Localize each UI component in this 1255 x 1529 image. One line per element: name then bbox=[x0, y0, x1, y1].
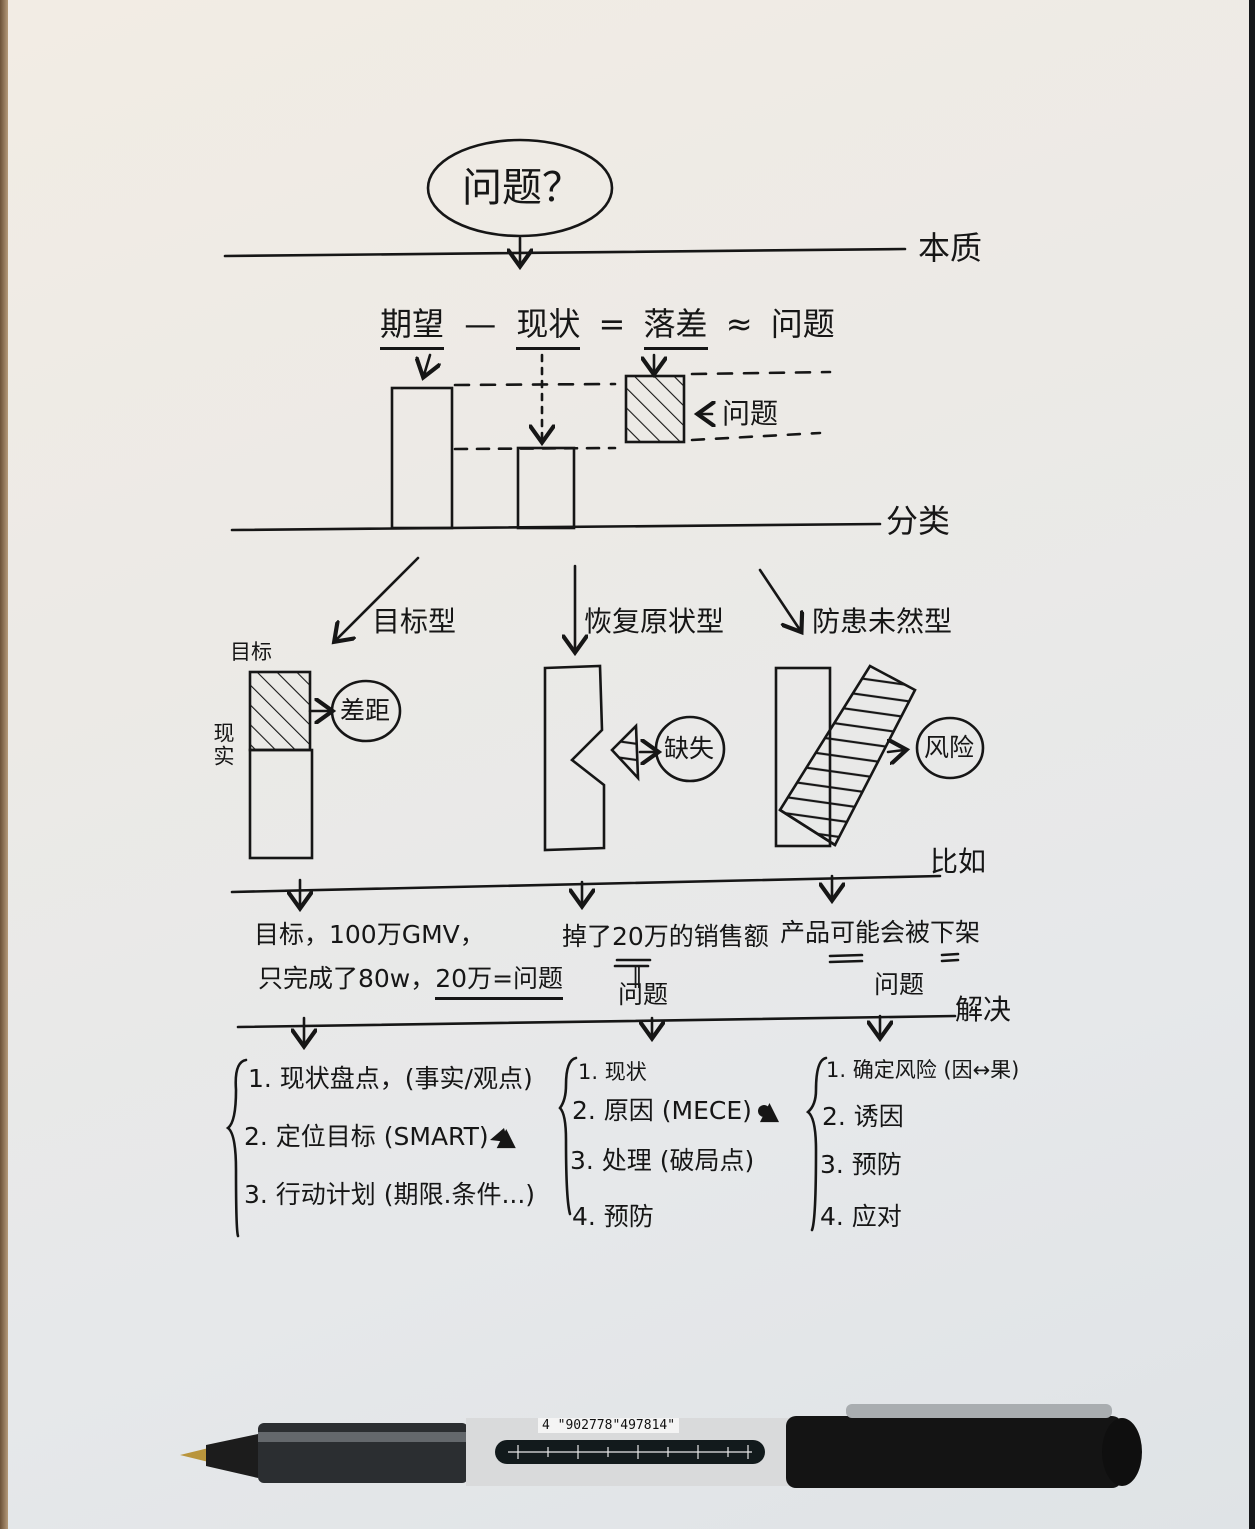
goal-example-line1: 目标，100万GMV， bbox=[254, 920, 485, 949]
formula-row: 期望 — 现状 = 落差 ≈ 问题 bbox=[380, 305, 835, 350]
prevent-result: 风险 bbox=[924, 733, 975, 762]
prevent-step-1: 1. 确定风险 (因↔果) bbox=[826, 1058, 1020, 1082]
goal-example-underlined: 20万=问题 bbox=[435, 964, 564, 1000]
goal-example-line2: 只完成了80w，20万=问题 bbox=[258, 964, 564, 1000]
formula-status: 现状 bbox=[516, 305, 581, 350]
gap-pointer-label: 问题 bbox=[722, 397, 779, 430]
restore-step-2: 2. 原因 (MECE) ▲ bbox=[572, 1096, 780, 1125]
type-name-prevent: 防患未然型 bbox=[812, 605, 953, 638]
formula-equals: = bbox=[598, 305, 626, 343]
formula-gap: 落差 bbox=[643, 305, 708, 350]
restore-result: 缺失 bbox=[664, 734, 715, 763]
restore-step-3: 3. 处理 (破局点) bbox=[570, 1146, 755, 1175]
section-label-essence: 本质 bbox=[918, 229, 983, 267]
type-name-restore: 恢复原状型 bbox=[584, 605, 725, 638]
goal-step-1: 1. 现状盘点，(事实/观点) bbox=[248, 1064, 533, 1093]
goal-example-prefix: 只完成了80w， bbox=[258, 964, 436, 993]
pen-barcode: 4 "902778"497814" bbox=[538, 1418, 680, 1433]
goal-result: 差距 bbox=[340, 696, 391, 725]
restore-example-equals: ‖ bbox=[632, 964, 643, 988]
goal-top-label: 目标 bbox=[230, 640, 272, 664]
prevent-example-line2: 问题 bbox=[874, 970, 925, 999]
goal-step-2: 2. 定位目标 (SMART) ▲ bbox=[244, 1122, 516, 1151]
prevent-step-3: 3. 预防 bbox=[820, 1150, 902, 1179]
formula-approx: ≈ bbox=[725, 305, 753, 343]
formula-expectation: 期望 bbox=[380, 305, 445, 350]
prevent-step-4: 4. 应对 bbox=[820, 1202, 902, 1231]
prevent-example-line1: 产品可能会被下架 bbox=[780, 918, 981, 947]
pen bbox=[180, 1404, 1142, 1488]
goal-step-3: 3. 行动计划 (期限.条件...) bbox=[244, 1180, 536, 1209]
desk-edge-left bbox=[0, 0, 8, 1529]
restore-step-4: 4. 预防 bbox=[572, 1202, 654, 1231]
title-bubble bbox=[426, 138, 614, 238]
section-label-classification: 分类 bbox=[886, 502, 951, 540]
formula-minus: — bbox=[464, 305, 497, 343]
title-question: 问题？ bbox=[462, 165, 582, 211]
desk-edge-right bbox=[1249, 0, 1255, 1529]
restore-example-line1: 掉了20万的销售额 bbox=[562, 922, 769, 951]
prevent-step-2: 2. 诱因 bbox=[822, 1102, 904, 1131]
type-name-goal: 目标型 bbox=[372, 605, 457, 638]
restore-step-1: 1. 现状 bbox=[578, 1060, 647, 1084]
formula-problem: 问题 bbox=[770, 305, 835, 343]
goal-side-label: 现实 bbox=[211, 722, 235, 768]
section-label-solution: 解决 bbox=[955, 993, 1012, 1026]
restore-example-line2: 问题 bbox=[618, 980, 669, 1009]
section-label-examples: 比如 bbox=[930, 845, 987, 878]
